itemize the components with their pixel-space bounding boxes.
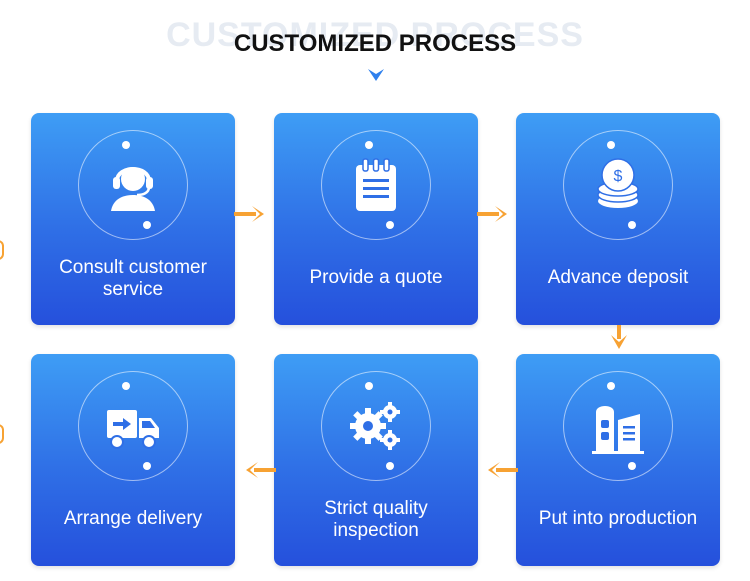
arrow-right-icon xyxy=(477,206,507,222)
step-card-quote: Provide a quote xyxy=(274,113,478,325)
step-label: Arrange delivery xyxy=(63,508,203,529)
step-card-delivery: Arrange delivery xyxy=(31,354,235,566)
step-card-deposit: $ Advance deposit xyxy=(516,113,720,325)
icon-ring xyxy=(321,130,431,240)
notepad-icon xyxy=(356,158,396,211)
icon-ring xyxy=(563,130,673,240)
ring-dot xyxy=(365,141,373,149)
icon-ring xyxy=(321,371,431,481)
ring-dot xyxy=(607,141,615,149)
page-title: CUSTOMIZED PROCESS xyxy=(233,30,517,57)
step-card-inspection: Strict quality inspection xyxy=(274,354,478,566)
arrow-right-icon xyxy=(234,206,264,222)
coin-stack-icon: $ xyxy=(597,158,639,208)
icon-ring xyxy=(78,371,188,481)
background-title: CUSTOMIZED PROCESS xyxy=(166,16,584,54)
ring-dot xyxy=(143,462,151,470)
step-label: Strict quality inspection xyxy=(324,498,428,541)
factory-buildings-icon xyxy=(592,406,644,454)
ring-dot xyxy=(386,462,394,470)
ring-dot xyxy=(607,382,615,390)
ring-dot xyxy=(365,382,373,390)
icon-ring xyxy=(563,371,673,481)
gears-icon xyxy=(350,402,400,450)
step-label: Put into production xyxy=(538,508,698,529)
edge-mark xyxy=(0,240,4,260)
header: CUSTOMIZED PROCESS CUSTOMIZED PROCESS xyxy=(0,0,750,100)
edge-mark xyxy=(0,424,4,444)
ring-dot xyxy=(122,382,130,390)
arrow-left-icon xyxy=(488,462,518,478)
arrow-left-icon xyxy=(246,462,276,478)
ring-dot xyxy=(628,462,636,470)
step-card-consult: Consult customer service xyxy=(31,113,235,325)
arrow-down-icon xyxy=(611,325,627,349)
headset-agent-icon xyxy=(111,167,155,211)
step-label: Consult customer service xyxy=(59,257,207,300)
icon-ring xyxy=(78,130,188,240)
chevron-down-icon xyxy=(368,69,384,81)
step-label: Advance deposit xyxy=(547,267,689,288)
delivery-truck-icon xyxy=(107,410,159,449)
ring-dot xyxy=(122,141,130,149)
ring-dot xyxy=(386,221,394,229)
step-label: Provide a quote xyxy=(309,267,443,288)
svg-text:$: $ xyxy=(614,168,623,185)
ring-dot xyxy=(628,221,636,229)
ring-dot xyxy=(143,221,151,229)
step-card-production: Put into production xyxy=(516,354,720,566)
